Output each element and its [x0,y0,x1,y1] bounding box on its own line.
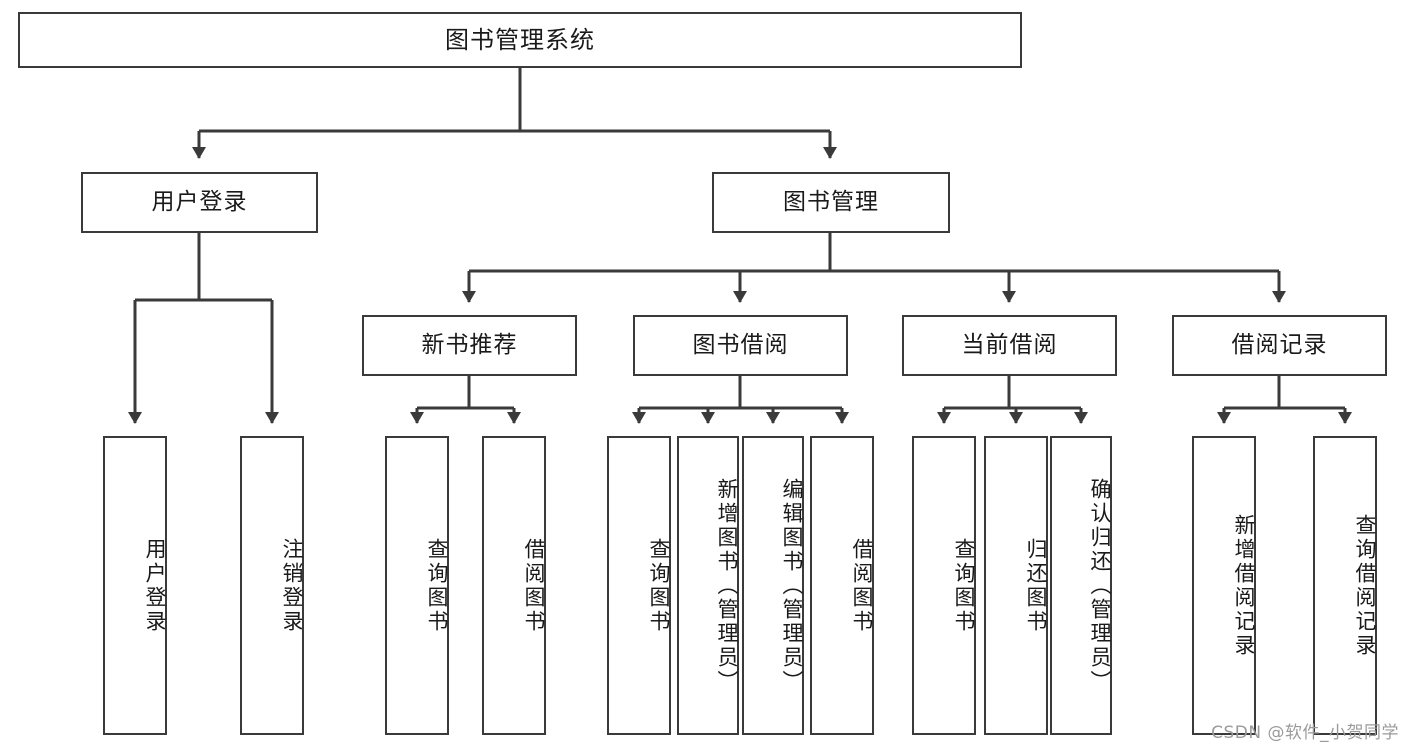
leaf-user-login-logout[interactable]: 注销登录 [240,436,304,735]
node-book-management[interactable]: 图书管理 [712,172,950,233]
leaf-label: 查询图书 [952,537,976,634]
leaf-label: 注销登录 [280,537,304,634]
leaf-book-borrow-query[interactable]: 查询图书 [607,436,671,735]
node-new-book-recommend[interactable]: 新书推荐 [362,315,577,376]
leaf-label: 新增图书（管理员） [715,477,739,694]
leaf-label: 查询借阅记录 [1353,513,1377,658]
leaf-label: 查询图书 [647,537,671,634]
leaf-new-book-query[interactable]: 查询图书 [385,436,449,735]
node-book-borrow[interactable]: 图书借阅 [633,315,848,376]
leaf-book-borrow-borrow[interactable]: 借阅图书 [810,436,874,735]
leaf-borrow-record-add[interactable]: 新增借阅记录 [1192,436,1256,735]
watermark-text: CSDN @软件_小贺同学 [1211,723,1399,743]
leaf-user-login-login[interactable]: 用户登录 [103,436,167,735]
leaf-label: 归还图书 [1024,537,1048,634]
leaf-current-borrow-confirm[interactable]: 确认归还（管理员） [1050,436,1112,735]
node-current-borrow[interactable]: 当前借阅 [902,315,1117,376]
node-borrow-record[interactable]: 借阅记录 [1172,315,1387,376]
leaf-label: 借阅图书 [522,537,546,634]
leaf-book-borrow-edit[interactable]: 编辑图书（管理员） [742,436,804,735]
leaf-label: 借阅图书 [850,537,874,634]
leaf-new-book-borrow[interactable]: 借阅图书 [482,436,546,735]
leaf-label: 新增借阅记录 [1232,513,1256,658]
node-user-login[interactable]: 用户登录 [81,172,318,233]
leaf-label: 编辑图书（管理员） [780,477,804,694]
leaf-book-borrow-add[interactable]: 新增图书（管理员） [677,436,739,735]
leaf-label: 查询图书 [425,537,449,634]
node-root-system[interactable]: 图书管理系统 [18,12,1022,68]
leaf-label: 用户登录 [143,537,167,634]
leaf-borrow-record-query[interactable]: 查询借阅记录 [1313,436,1377,735]
leaf-current-borrow-return[interactable]: 归还图书 [984,436,1048,735]
leaf-label: 确认归还（管理员） [1088,477,1112,694]
leaf-current-borrow-query[interactable]: 查询图书 [912,436,976,735]
